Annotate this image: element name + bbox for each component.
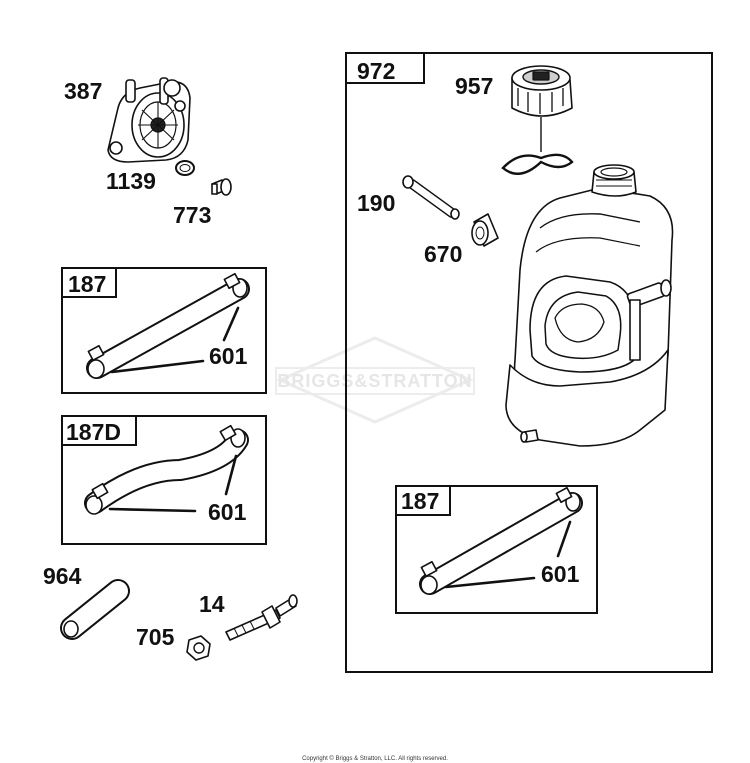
- hose-187-left[interactable]: [86, 272, 250, 379]
- box-187-left-label: 187: [68, 271, 106, 297]
- bushing-670[interactable]: [471, 213, 499, 247]
- copyright-notice: Copyright © Briggs & Stratton, LLC. All …: [302, 755, 448, 762]
- watermark-text: BRIGGS&STRATTON: [277, 371, 472, 391]
- hose-187-tank[interactable]: [419, 486, 583, 595]
- callout-964: 964: [43, 563, 82, 589]
- callout-773: 773: [173, 202, 211, 228]
- fitting-773[interactable]: [211, 178, 232, 196]
- box-187d: 187D 601: [61, 415, 267, 545]
- hose-sleeve-964[interactable]: [60, 579, 130, 640]
- box-187-tank: 187 601: [395, 485, 598, 614]
- box-187-tank-label: 187: [401, 488, 439, 514]
- fuel-cap-957[interactable]: [501, 65, 574, 175]
- callout-957: 957: [455, 73, 493, 99]
- fuel-pump-387[interactable]: [107, 77, 191, 163]
- box-187-tank-clamp-callout: 601: [541, 561, 580, 587]
- box-972: 972: [345, 52, 713, 673]
- brand-watermark: BRIGGS&STRATTON: [275, 336, 475, 424]
- callout-1139: 1139: [106, 168, 156, 194]
- callout-14: 14: [199, 591, 225, 617]
- callout-705: 705: [136, 624, 175, 650]
- oring-1139[interactable]: [175, 160, 195, 176]
- box-187-left-clamp-callout: 601: [209, 343, 248, 369]
- box-187d-clamp-callout: 601: [208, 499, 247, 525]
- callout-190: 190: [357, 190, 395, 216]
- nut-705[interactable]: [186, 635, 211, 661]
- fuel-tank[interactable]: [505, 164, 674, 447]
- box-972-label: 972: [357, 58, 395, 84]
- callout-387: 387: [64, 78, 102, 104]
- callout-670: 670: [424, 241, 462, 267]
- box-187-left: 187 601: [61, 267, 267, 394]
- box-187d-label: 187D: [66, 419, 121, 445]
- fuel-fitting-14[interactable]: [225, 594, 298, 641]
- fuel-tube-190[interactable]: [402, 175, 460, 220]
- hose-187d[interactable]: [84, 424, 249, 515]
